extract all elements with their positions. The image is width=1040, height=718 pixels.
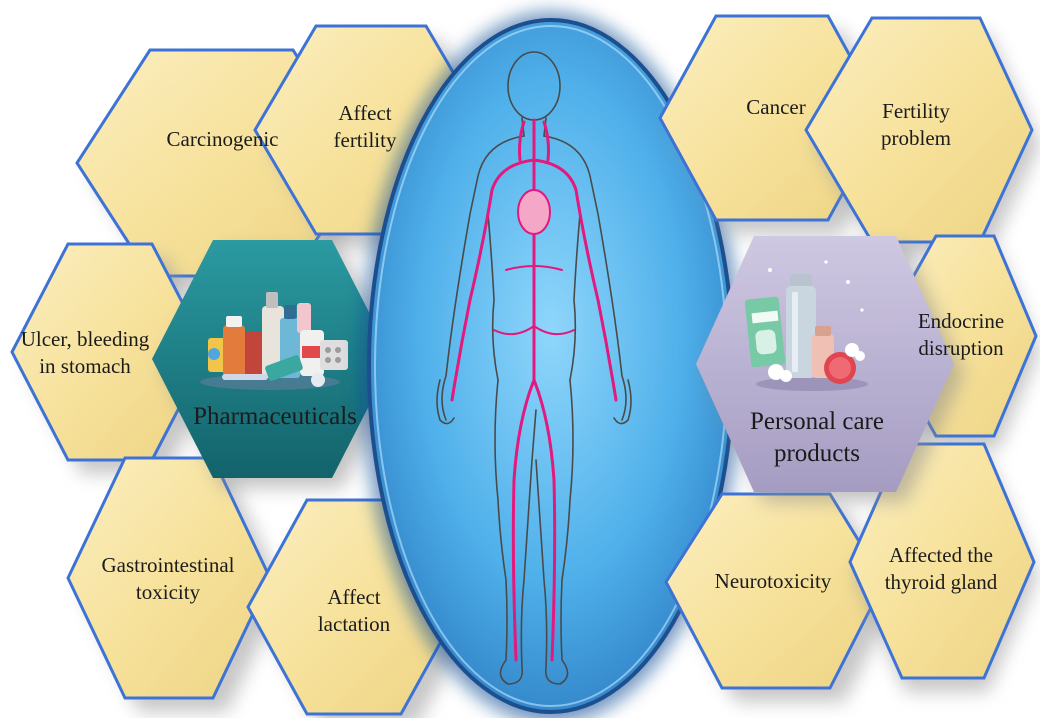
label-affect-lactation: Affect lactation [254,576,454,646]
label-gastrointestinal: Gastrointestinal toxicity [68,544,268,614]
label-neurotoxicity: Neurotoxicity [666,560,880,604]
label-ulcer-bleeding: Ulcer, bleeding in stomach [0,318,170,388]
label-thyroid: Affected the thyroid gland [850,534,1032,604]
label-fertility-problem: Fertility problem [816,90,1016,160]
label-personal-care: Personal care products [712,396,922,480]
label-pharmaceuticals: Pharmaceuticals [160,396,390,438]
label-affect-fertility: Affect fertility [265,92,465,162]
label-endocrine-disruption: Endocrine disruption [882,300,1040,370]
